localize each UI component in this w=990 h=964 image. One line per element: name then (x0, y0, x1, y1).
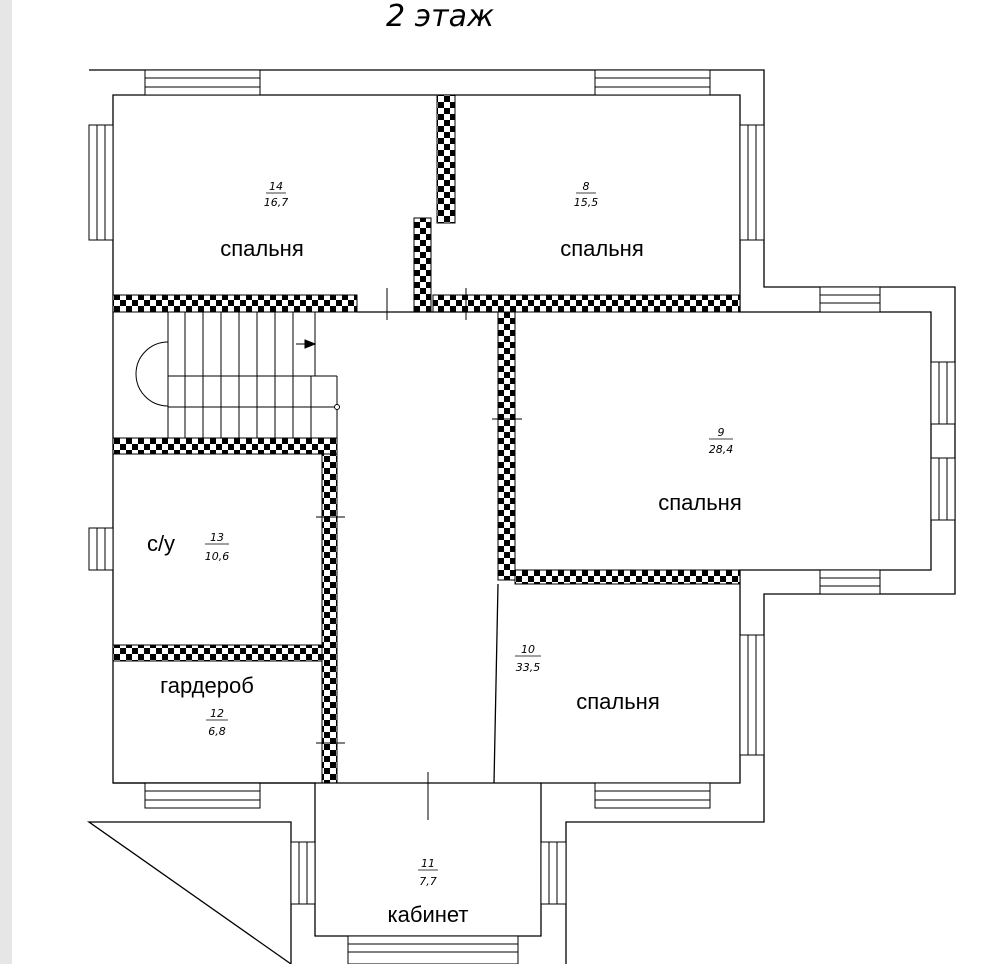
room-bathroom-13: с/у 13 10,6 (147, 531, 229, 563)
room-number: 9 (718, 426, 725, 439)
room-area: 10,6 (205, 550, 230, 563)
room-number: 14 (269, 180, 283, 193)
room-label: кабинет (388, 902, 469, 927)
room-bedroom-14: 14 16,7 спальня (220, 180, 304, 261)
outer-walls (86, 69, 956, 964)
interior-partitions (112, 94, 741, 784)
room-wardrobe-12: гардероб 12 6,8 (160, 673, 254, 738)
room-area: 28,4 (709, 443, 734, 456)
plan-title: 2 этаж (386, 0, 494, 34)
room-office-11: 11 7,7 кабинет (388, 857, 469, 927)
room-bedroom-10: 10 33,5 спальня (515, 643, 660, 714)
room-area: 15,5 (574, 196, 599, 209)
room-area: 16,7 (264, 196, 289, 209)
room-area: 7,7 (419, 875, 437, 888)
door-marks (316, 288, 522, 820)
room-label: спальня (560, 236, 644, 261)
staircase (135, 311, 340, 438)
room-bedroom-8: 8 15,5 спальня (560, 180, 644, 261)
windows (88, 69, 956, 964)
room-number: 11 (421, 857, 435, 870)
room-label: спальня (576, 689, 660, 714)
room-number: 8 (583, 180, 590, 193)
interior-lines (113, 311, 541, 784)
room-number: 13 (210, 531, 224, 544)
room-area: 6,8 (208, 725, 226, 738)
room-number: 10 (521, 643, 535, 656)
room-number: 12 (210, 707, 224, 720)
room-label: с/у (147, 531, 175, 556)
room-label: спальня (658, 490, 742, 515)
page-edge (0, 0, 12, 964)
room-label: спальня (220, 236, 304, 261)
room-bedroom-9: 9 28,4 спальня (658, 426, 742, 515)
room-label: гардероб (160, 673, 254, 698)
room-area: 33,5 (516, 661, 541, 674)
